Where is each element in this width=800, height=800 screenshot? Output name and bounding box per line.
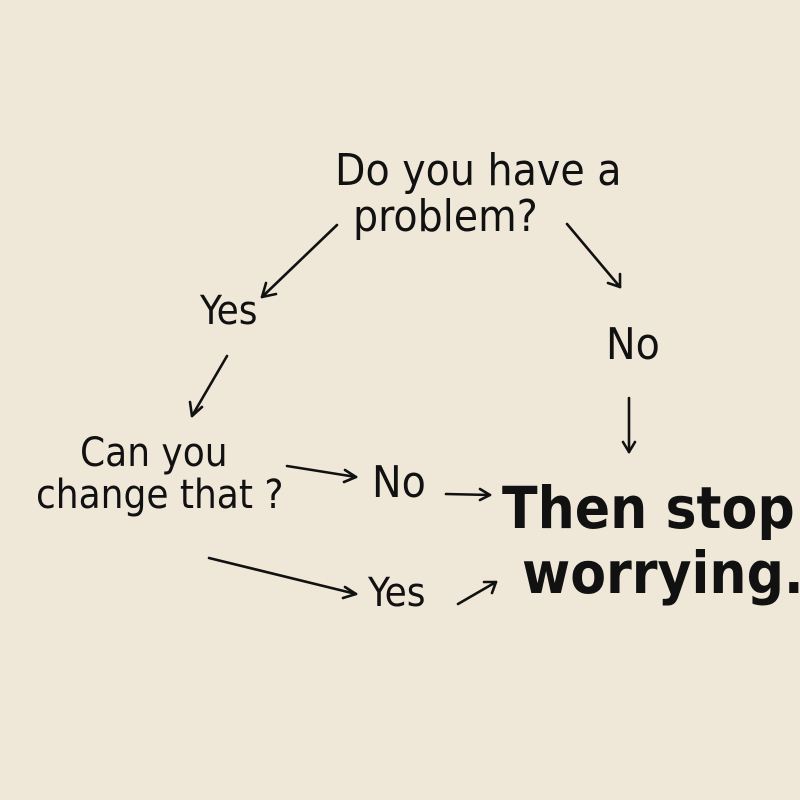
question-can-change-line1: Can you — [80, 430, 228, 476]
answer-no-change: No — [372, 457, 426, 508]
arrow-no-to-stop-worrying — [621, 396, 637, 454]
arrow-yes-to-can-change — [188, 354, 229, 418]
conclusion-line2: worrying. — [522, 538, 800, 607]
arrow-can-change-to-no — [285, 464, 358, 484]
conclusion-line1: Then stop — [502, 474, 795, 542]
arrow-no-to-then-stop — [444, 487, 492, 502]
question-have-problem-line1: Do you have a — [335, 145, 622, 196]
question-have-problem: Do you have a problem? — [335, 145, 622, 243]
answer-yes-problem: Yes — [200, 288, 258, 334]
answer-no-problem: No — [606, 319, 660, 370]
answer-yes-change: Yes — [368, 570, 426, 616]
arrow-problem-to-yes — [260, 223, 339, 299]
question-can-change-line2: change that ? — [36, 472, 284, 518]
question-have-problem-line2: problem? — [353, 191, 538, 243]
arrow-yes-to-worrying — [456, 580, 498, 606]
conclusion-stop-worrying: Then stop worrying. — [496, 476, 800, 606]
arrow-can-change-to-yes — [207, 556, 358, 600]
question-can-change: Can you change that ? — [36, 432, 283, 516]
